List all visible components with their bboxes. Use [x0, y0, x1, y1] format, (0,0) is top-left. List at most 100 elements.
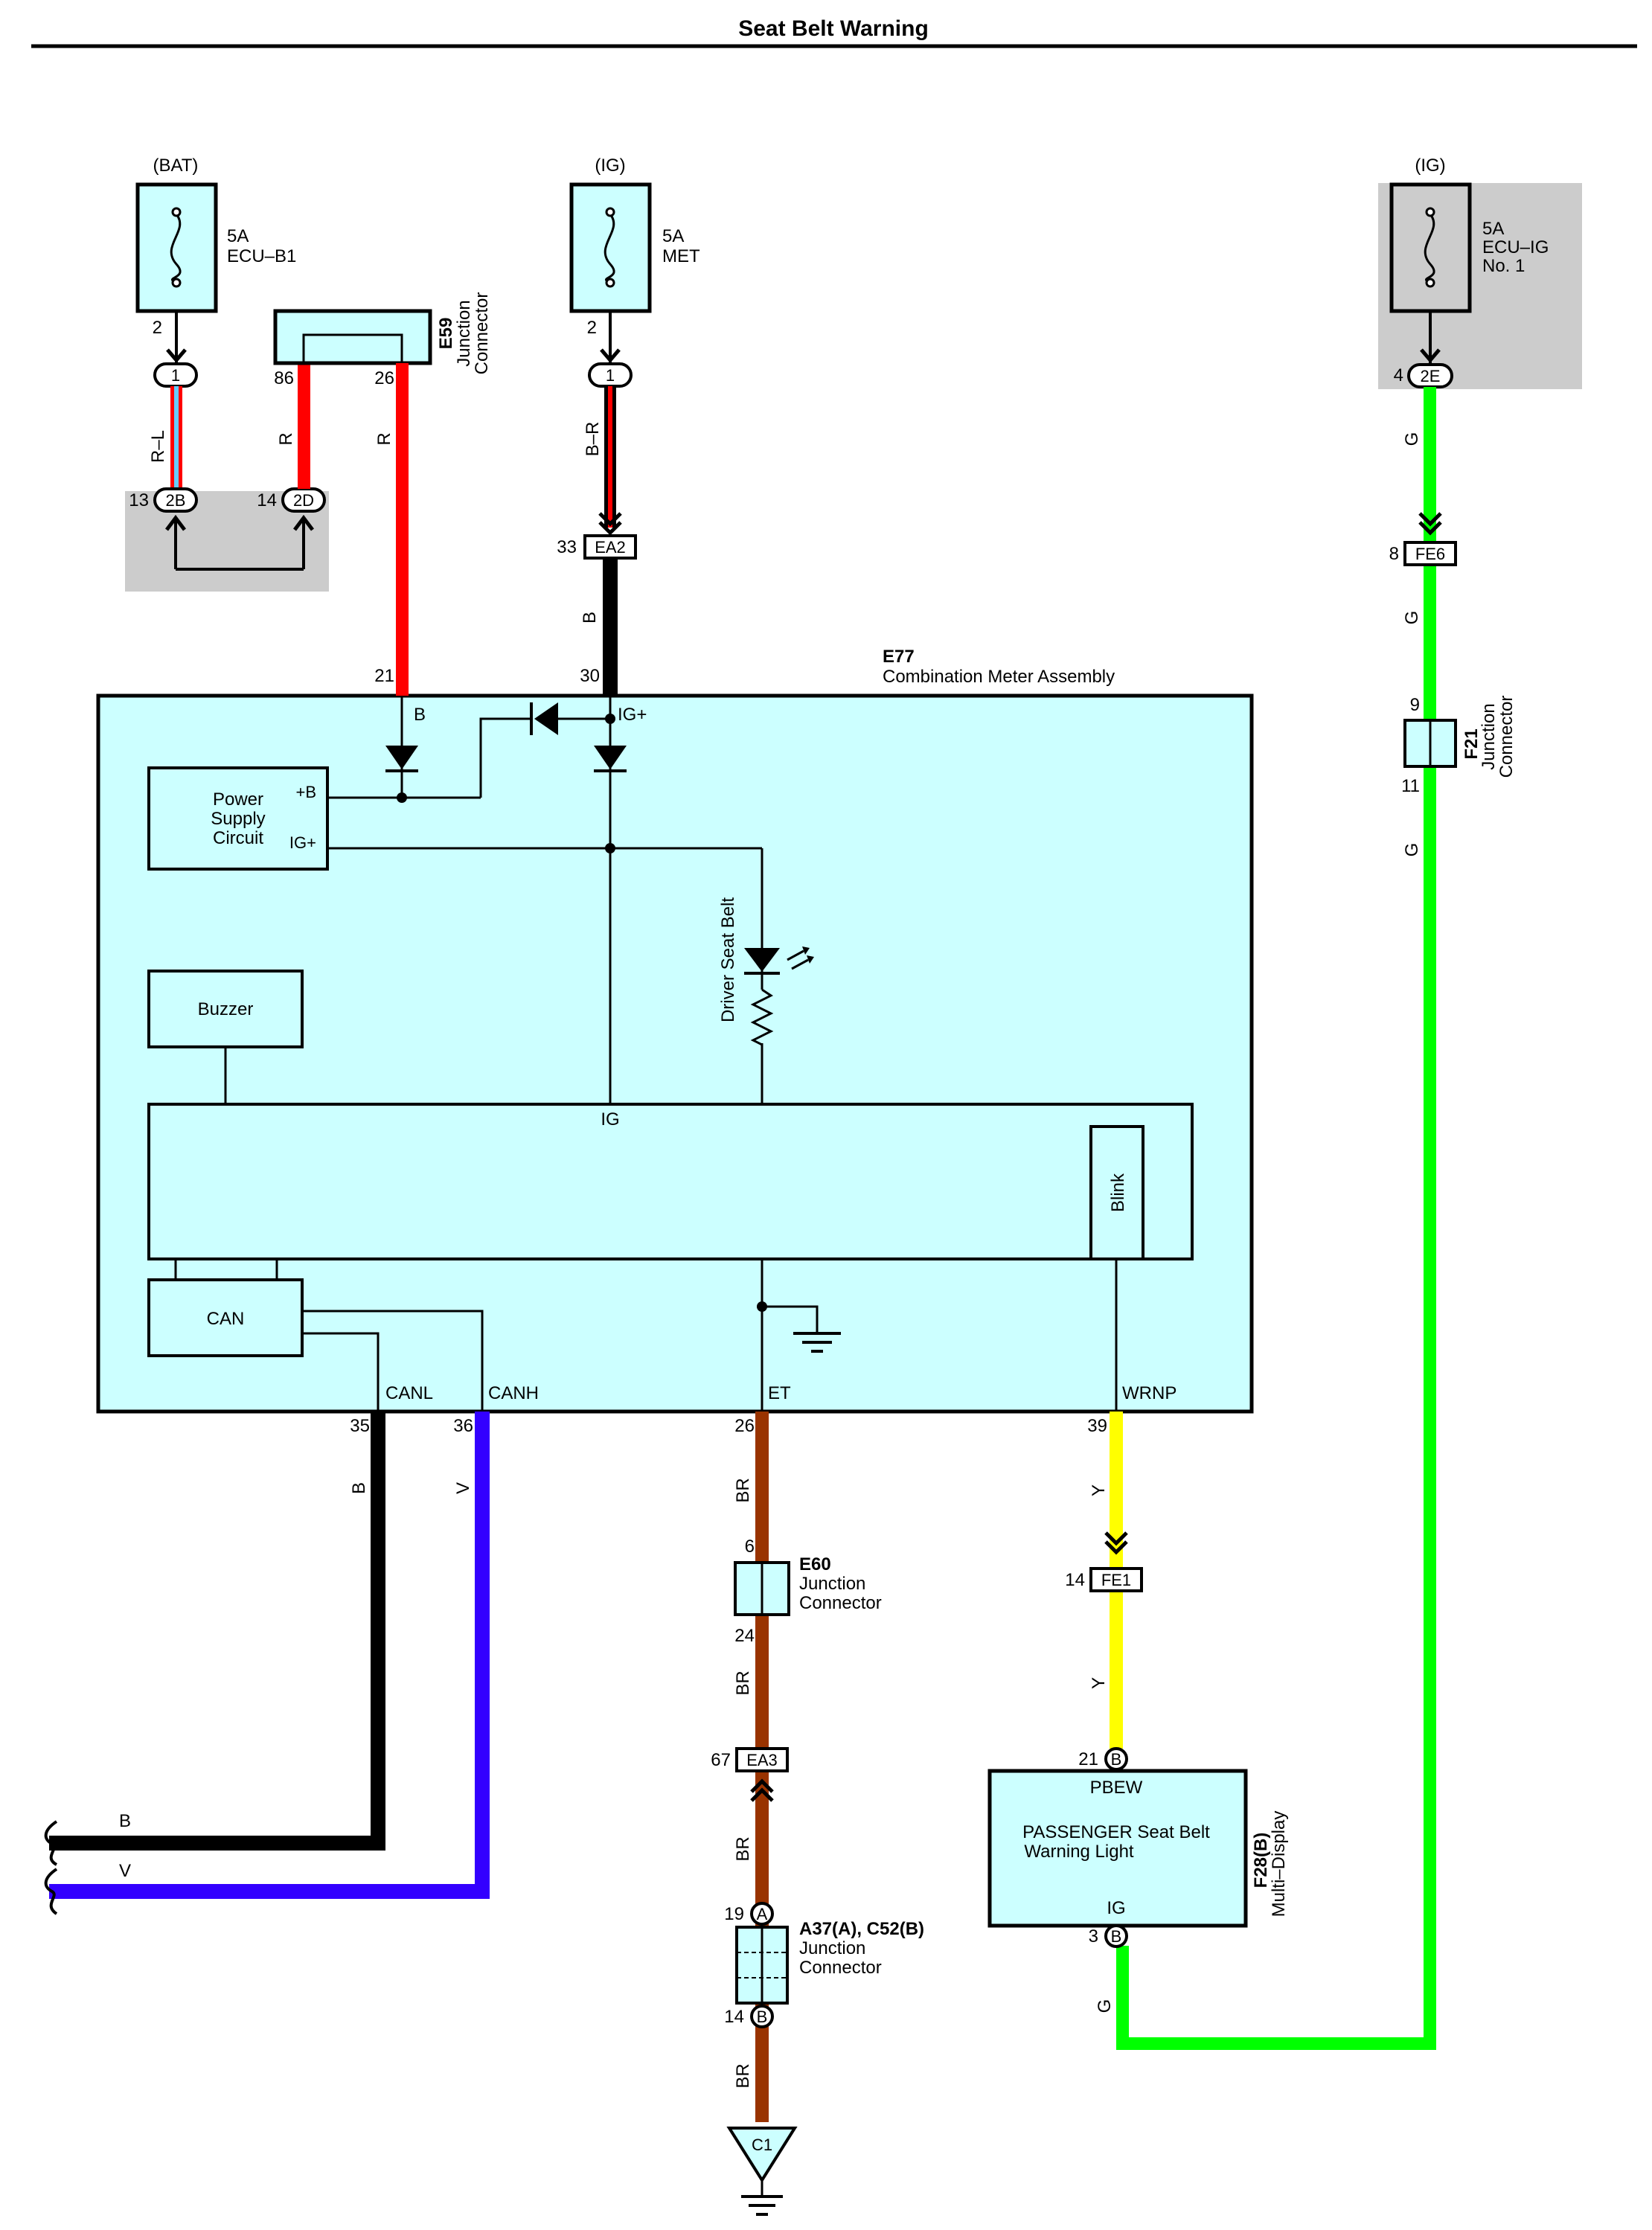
chevron-down-icon [1104, 1531, 1128, 1546]
pin-number: 3 [1089, 1926, 1098, 1947]
connector-label: 1 [171, 366, 180, 385]
fuse-ecu-ig: (IG) 5A ECU–IG No. 1 4 [1389, 156, 1549, 385]
connector-label: 2E [1421, 367, 1441, 385]
e59-bus [302, 333, 403, 363]
pin-number: 35 [350, 1416, 370, 1436]
fuse-pin: 2 [153, 318, 162, 338]
connector-fe6 [1403, 541, 1457, 566]
fuse-rating: 5A [227, 226, 249, 246]
term-canl: CANL [385, 1383, 433, 1403]
connector-label: 2B [166, 491, 186, 510]
wire-color-label: BR [733, 1836, 753, 1861]
pin-number: 67 [711, 1750, 731, 1770]
pin-number: 9 [1410, 695, 1420, 715]
e60-line1: Junction [799, 1574, 865, 1594]
connector-label: 1 [606, 366, 615, 385]
wire-r [396, 363, 409, 696]
pin-number: 14 [1065, 1570, 1085, 1590]
pin-number: 39 [1087, 1416, 1107, 1436]
terminal-b: B [414, 705, 426, 725]
fuse-source-ig: (IG) [595, 156, 625, 176]
diode-icon [385, 746, 418, 769]
fuse-source-ig: (IG) [1415, 156, 1445, 176]
e59-line1: Junction [454, 300, 474, 366]
diode-icon [534, 702, 558, 735]
terminal-ig-plus: IG+ [618, 705, 647, 725]
chevron-down-icon [1104, 1540, 1128, 1555]
pin-number: 6 [745, 1537, 755, 1557]
junction-connector-e59: 86 26 E59 Junction Connector R 21 [273, 292, 492, 696]
chevron-down-icon [166, 348, 187, 363]
connector-label: B [1111, 1927, 1122, 1946]
pin-number: 26 [734, 1416, 755, 1436]
e60-line2: Connector [799, 1593, 882, 1613]
wire-break-icon [44, 1820, 58, 1866]
fuse-link-icon [1424, 214, 1435, 284]
ps-line3: Circuit [213, 828, 263, 848]
meter-name: Combination Meter Assembly [883, 667, 1115, 687]
fuse-name: ECU–IG [1482, 237, 1549, 257]
fuse-pin: 4 [1394, 365, 1403, 385]
f21-line2: Connector [1496, 696, 1517, 778]
connector-label: EA2 [595, 538, 626, 557]
resistor-mask [753, 990, 771, 1043]
pin-number: 8 [1389, 544, 1399, 564]
pin-number: 13 [129, 490, 149, 510]
ig-bus-box [147, 1103, 1194, 1260]
connector-label: B [757, 2008, 768, 2026]
bat-wiring: 1 R–L 2B 13 2D 14 R [129, 311, 326, 571]
multi-display-f28: B 21 PBEW PASSENGER Seat Belt Warning Li… [987, 1747, 1289, 1948]
wire-b [49, 1836, 385, 1851]
wire-b [603, 558, 618, 696]
md-ig: IG [1107, 1898, 1125, 1918]
led-ray [791, 958, 809, 970]
ps-line1: Power [213, 789, 263, 810]
wrnp-wiring: 39 Y FE1 14 Y [1065, 1412, 1143, 1749]
wire-color-label: R [374, 432, 394, 445]
fuse-rating: 5A [662, 226, 684, 246]
connector-label: 2D [293, 491, 314, 510]
wire-r-l-stripe [174, 386, 179, 489]
wire-g [1116, 2037, 1436, 2050]
fuse-met: (IG) 5A MET 2 [569, 156, 700, 338]
pin-number: 19 [724, 1904, 744, 1924]
wire-v [475, 1412, 490, 1899]
pin-number: 11 [1401, 776, 1420, 796]
e59-box [273, 309, 432, 365]
fuse-terminal [605, 207, 615, 217]
connector-label: FE6 [1415, 545, 1445, 563]
term-wrnp: WRNP [1122, 1383, 1176, 1403]
wire-color-label: B [119, 1811, 131, 1831]
connector-label: EA3 [746, 1751, 778, 1769]
chevron-down-icon [598, 521, 622, 536]
f21-id: F21 [1461, 728, 1482, 759]
blink-box [1089, 1125, 1144, 1260]
f21-line1: Junction [1479, 703, 1499, 769]
pin-number: 21 [374, 666, 394, 686]
a37-id: A37(A), C52(B) [799, 1919, 924, 1939]
can-label: CAN [207, 1309, 245, 1329]
ground-label: C1 [752, 2136, 772, 2154]
wire-color-label: G [1095, 1999, 1115, 2013]
fuse-source-bat: (BAT) [153, 156, 199, 176]
connector-ea3 [735, 1747, 789, 1772]
buzzer-label: Buzzer [198, 999, 254, 1019]
wire-v [49, 1884, 490, 1899]
e60-id: E60 [799, 1554, 831, 1574]
fuse-ecu-b1: (BAT) 5A ECU–B1 2 [135, 156, 296, 338]
wire-color-label: V [453, 1482, 473, 1494]
chevron-up-icon [750, 1778, 774, 1793]
canl-line [302, 1332, 380, 1412]
canh-line [302, 1310, 484, 1412]
connector-label: A [757, 1905, 768, 1923]
connector-b-circle [1104, 1924, 1128, 1948]
fuse-box [569, 182, 652, 313]
md-pbew: PBEW [1090, 1778, 1143, 1798]
pin-number: 33 [557, 537, 577, 557]
ig-label: IG [601, 1109, 619, 1130]
fuse-box [135, 182, 218, 313]
chevron-down-icon [1418, 512, 1442, 527]
can-box [147, 1278, 304, 1357]
md-line1: PASSENGER Seat Belt [1022, 1822, 1210, 1842]
chevron-down-icon [598, 512, 622, 527]
